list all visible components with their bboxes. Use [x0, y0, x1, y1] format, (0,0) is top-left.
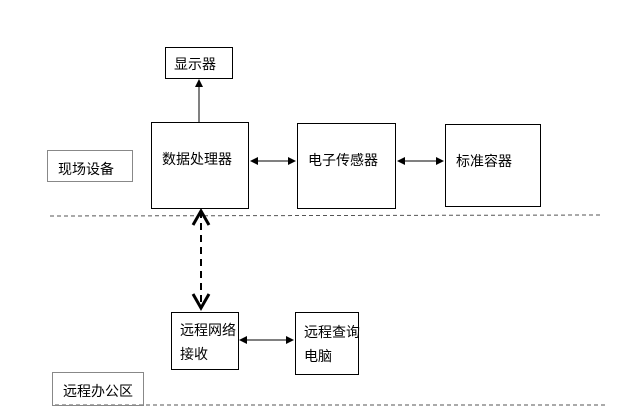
node-standard-container: 标准容器	[445, 124, 541, 207]
node-processor: 数据处理器	[151, 122, 249, 209]
zone-remote-text: 远程办公区	[63, 384, 133, 400]
node-sensor: 电子传感器	[297, 123, 396, 209]
node-remote-query-pc: 远程查询电脑	[295, 312, 360, 375]
node-display-label: 显示器	[174, 57, 216, 73]
node-query-pc-label: 远程查询电脑	[304, 325, 360, 365]
node-display: 显示器	[165, 47, 233, 79]
zone-label-onsite: 现场设备	[47, 150, 133, 182]
node-processor-label: 数据处理器	[162, 152, 232, 168]
zone-label-remote: 远程办公区	[52, 372, 144, 406]
node-sensor-label: 电子传感器	[308, 153, 378, 169]
zone-divider-line	[49, 214, 603, 217]
zone-onsite-text: 现场设备	[58, 162, 114, 178]
node-standard-label: 标准容器	[456, 154, 512, 170]
node-remote-receiver: 远程网络接收	[171, 312, 239, 370]
node-receiver-label: 远程网络接收	[180, 323, 236, 363]
